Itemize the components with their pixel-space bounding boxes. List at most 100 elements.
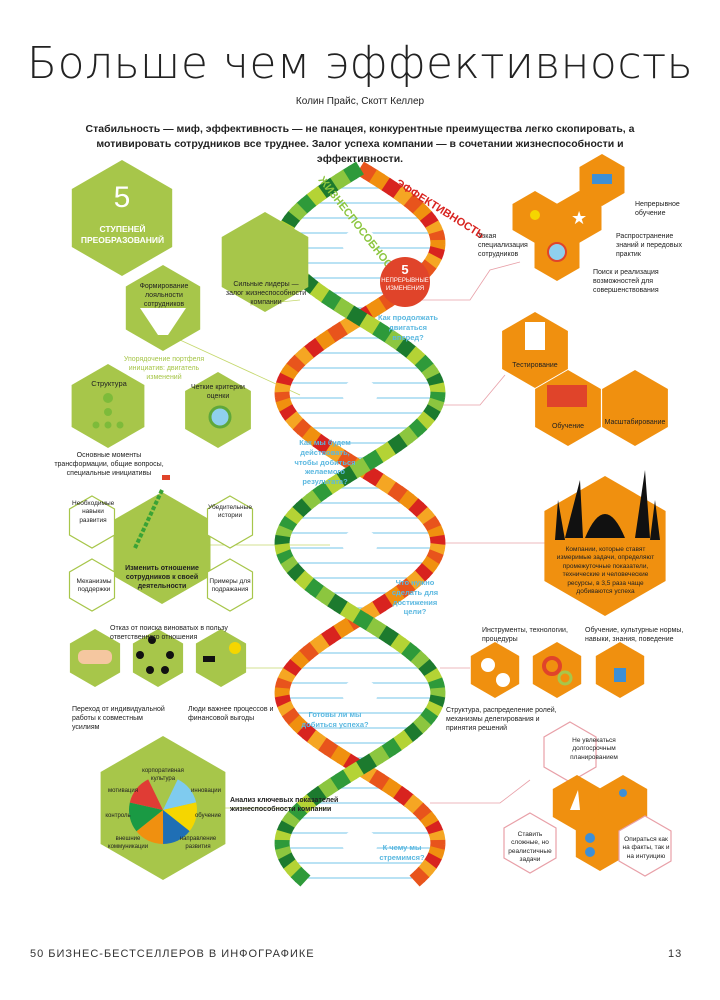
authors: Колин Прайс, Скотт Келлер [295,96,425,107]
learning-text: Обучение [551,423,584,430]
structure-hex [71,364,145,448]
magnifier-icon [547,242,567,262]
star-icon: ★ [571,208,587,228]
structure-icon [116,421,124,429]
circle-number: 5 [401,262,409,277]
question-3: Что нужно сделать для достижения цели? [391,578,439,617]
skills-text: Необходимые навыки развития [72,500,115,524]
lead-text: Стабильность — миф, эффективность — не п… [85,123,635,166]
magnifier-icon [208,405,232,429]
helix-crossing-gap [342,229,378,257]
connector-line [440,374,506,406]
pie-slice [163,802,197,832]
page-number: 13 [668,948,683,960]
person-icon [148,636,156,644]
stories-text: Убедительные истории [208,504,252,520]
flag-icon [162,475,170,480]
steps-hex [71,160,173,276]
continuous-change-circle [380,257,430,307]
people-text: Люди важнее процессов и финансовой выгод… [188,706,274,723]
graduation-cap-icon [592,174,612,184]
pie-label: инновации [191,788,221,794]
pie-slice [129,779,163,810]
helix-strand-efficiency [409,870,426,887]
pie-label: корпоративная культура [142,768,184,782]
continuous-learning-text: Непрерывное обучение [635,201,680,218]
clipboard-icon [525,322,545,350]
pie-slice [128,802,163,832]
outline-hex [68,558,116,612]
gear-icon [542,656,562,676]
pie-slice [163,810,190,844]
steps-label: СТУПЕНЕЙ ПРЕОБРАЗОВАНИЙ [80,224,165,246]
outline-hex [618,815,672,877]
steps-number: 5 [113,181,131,214]
team-hex [132,629,184,687]
loyalty-text: Формирование лояльности сотрудников [139,283,189,309]
helix-crossing-gap [342,829,378,857]
examples-text: Примеры для подражания [209,578,251,594]
question-2: Как мы будем действовать, чтобы добиться… [294,438,356,486]
outline-hex [206,558,254,612]
knowledge-sharing-text: Распространение знаний и передовых практ… [616,233,682,259]
pie-slice [163,779,197,810]
check-icon [585,833,595,843]
medal-icon [530,210,540,220]
pie-label: мотивация [108,788,138,794]
person-icon [146,666,154,674]
eye-hex [598,775,648,831]
connector-line [420,261,521,301]
castle-icon [555,470,660,540]
connector-line [430,779,531,804]
ladder-icon [133,489,164,549]
question-5: К чему мы стремимся? [379,843,425,862]
question-1: Как продолжать двигаться вперед? [377,313,439,342]
culture-text: Обучение, культурные нормы, навыки, знан… [585,627,684,644]
leaders-hex [221,212,309,312]
pie-label: внешние коммуникации [107,836,149,850]
change-attitude-hex [113,492,211,604]
check-icon [585,847,595,857]
coin-icon [229,642,241,654]
outline-hex [503,812,557,874]
support-text: Механизмы поддержки [76,578,112,594]
question-4: Готовы ли мы добиться успеха? [301,710,369,729]
person-icon [161,666,169,674]
circle-label: НЕПРЕРЫВНЫЕ ИЗМЕНЕНИЯ [381,278,429,292]
circle-diagram-icon [481,658,495,672]
helix-crossing-gap [342,379,378,407]
criteria-text: Четкие критерии оценки [191,384,245,401]
blame-text: Отказ от поиска виноватых в пользу ответ… [110,625,228,642]
circle-diagram-icon [496,673,510,687]
change-attitude-text: Изменить отношение сотрудников к своей д… [125,565,199,591]
structure-text: Структура [91,379,127,388]
facts-text: Опираться как на факты, так и на интуици… [622,836,670,860]
handshake-icon [78,650,112,664]
pie-label: обучение [194,813,222,819]
scaling-hex [602,370,668,446]
scaling-text: Масштабирование [604,419,666,426]
structure-icon [104,421,112,429]
helix-crossing-gap [342,529,378,557]
pie-slice [148,776,178,810]
outline-hex [206,495,254,549]
chart-board-icon [547,385,587,407]
roles-text: Структура, распределение ролей, механизм… [446,707,557,733]
helix-crossing-gap [342,679,378,707]
eye-icon [619,789,627,797]
pie-slice [136,810,164,844]
specialization-text: Узкая специализация сотрудников [478,233,528,259]
opportunities-text: Поиск и реализация возможностей для сове… [593,269,659,295]
footer-book-title: 50 БИЗНЕС-БЕСТСЕЛЛЕРОВ В ИНФОГРАФИКЕ [30,948,315,960]
key-moments-text: Основные моменты трансформации, общие во… [54,452,164,478]
sailboat-icon [570,790,580,810]
page-title: Больше чем эффективность [26,38,694,89]
companies-text: Компании, которые ставят измеримые задач… [556,546,655,596]
structure-icon [104,408,112,416]
pie-label: направление развития [179,836,217,850]
structure-icon [103,393,113,403]
realistic-text: Ставить сложные, но реалистичные задачи [508,831,552,864]
leaders-text: Сильные лидеры — залог жизнеспособности … [225,281,307,307]
teamwork-text: Переход от индивидуальной работы к совме… [72,706,165,732]
